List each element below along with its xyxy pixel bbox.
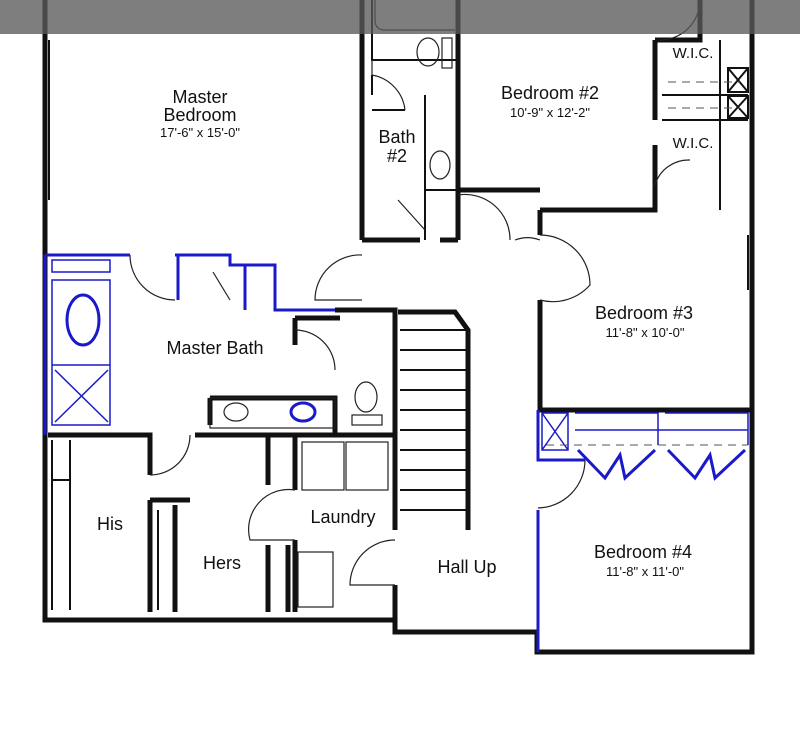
dryer-icon [345,441,389,491]
his-label: His [97,514,123,534]
sink-icon [289,401,317,423]
bath-2-label: Bath [378,127,415,147]
bedroom-2-label: Bedroom #2 [501,83,599,103]
hall-up-label: Hall Up [437,557,496,577]
wic-lower-label: W.I.C. [673,135,714,152]
bedroom-4-closets [536,410,749,652]
toilet-icon [354,381,378,413]
master-bedroom-size: 17'-6" x 15'-0" [160,125,240,140]
sink-icon [429,150,451,180]
exterior-walls [42,0,755,655]
bedroom-4-size: 11'-8" x 11'-0" [606,564,684,579]
washer-icon [301,441,345,491]
door-swings [149,0,701,586]
hers-label: Hers [203,553,241,573]
master-bath-walls [43,253,340,435]
master-bath-label: Master Bath [166,338,263,358]
staircase [400,329,466,511]
wic-upper-label: W.I.C. [673,45,714,62]
room-labels: Master Bedroom 17'-6" x 15'-0" Bath #2 B… [97,45,713,579]
top-overlay-bar [0,0,800,34]
master-bedroom-label-2: Bedroom [163,105,236,125]
bedroom-3-size: 11'-8" x 10'-0" [606,325,685,340]
bath-2-label-2: #2 [387,146,407,166]
sink-icon [223,402,249,422]
toilet-icon [416,37,440,67]
master-bedroom-label: Master [172,87,227,107]
bedroom-3-label: Bedroom #3 [595,303,693,323]
bedroom-4-label: Bedroom #4 [594,542,692,562]
bedroom-2-size: 10'-9" x 12'-2" [510,105,590,120]
laundry-label: Laundry [310,507,375,527]
